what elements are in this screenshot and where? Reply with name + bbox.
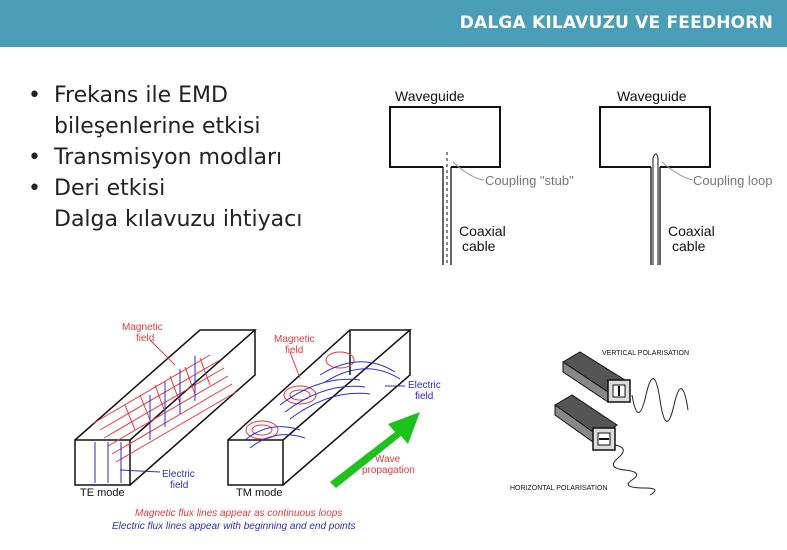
tm-electric-lines	[244, 361, 401, 449]
bullet-dot: •	[28, 83, 41, 108]
tm-magnetic-label: Magnetic	[274, 334, 315, 345]
wave-label: Wave	[375, 454, 401, 465]
bullet-item-2: • Transmisyon modları	[28, 142, 302, 173]
coupling-stub-label: Coupling "stub"	[485, 173, 574, 188]
te-electric-lines	[94, 356, 196, 483]
bullet-item-3: • Deri etkisi	[28, 173, 302, 204]
horizontal-feedhorn	[554, 394, 618, 451]
coupling-loop	[652, 153, 659, 265]
coax-label-left-2: cable	[462, 238, 496, 254]
tm-magnetic-loops	[245, 351, 355, 440]
bullet-list: • Frekans ile EMD bileşenlerine etkisi •…	[28, 80, 302, 235]
propagation-label: propagation	[362, 465, 415, 476]
vertical-wave	[631, 378, 689, 422]
slide-title: DALGA KILAVUZU VE FEEDHORN	[459, 13, 773, 33]
tm-field-label-2: field	[415, 391, 433, 402]
bullet-dot: •	[28, 145, 41, 170]
bullet-dot: •	[28, 176, 41, 201]
waveguide-box-right	[599, 106, 711, 168]
te-field-label-2: field	[170, 480, 188, 491]
coax-label-right-2: cable	[672, 238, 706, 254]
waveguide-label-right: Waveguide	[617, 88, 687, 104]
te-magnetic-lines	[91, 354, 237, 463]
caption-magnetic: Magnetic flux lines appear as continuous…	[135, 508, 342, 519]
tm-waveguide	[227, 329, 413, 486]
vertical-feedhorn	[562, 351, 631, 403]
bullet-line: Frekans ile EMD	[54, 83, 228, 108]
caption-electric: Electric flux lines appear with beginnin…	[112, 521, 356, 532]
wave-propagation-arrow	[330, 412, 420, 488]
te-magnetic-label: Magnetic	[122, 322, 163, 333]
tm-mode-label: TM mode	[236, 487, 282, 499]
coax-label-right-1: Coaxial	[668, 223, 715, 239]
bullet-line: Deri etkisi	[54, 176, 166, 201]
vertical-polarisation-label: VERTICAL POLARISATION	[602, 350, 689, 357]
tm-field-label: field	[285, 345, 303, 356]
tm-electric-label: Electric	[408, 380, 441, 391]
bullet-line: bileşenlerine etkisi	[54, 114, 261, 139]
te-field-label: field	[136, 333, 154, 344]
bullet-item-1: • Frekans ile EMD bileşenlerine etkisi	[28, 80, 302, 142]
horizontal-wave	[612, 444, 656, 496]
coax-label-left-1: Coaxial	[459, 223, 506, 239]
waveguide-label-left: Waveguide	[395, 88, 465, 104]
coupling-loop-label: Coupling loop	[693, 173, 773, 188]
bullet-item-4: Dalga kılavuzu ihtiyacı	[28, 204, 302, 235]
horizontal-polarisation-label: HORIZONTAL POLARISATION	[510, 485, 608, 492]
bullet-line: Transmisyon modları	[54, 145, 283, 170]
waveguide-box-left	[389, 106, 501, 168]
te-waveguide	[74, 329, 257, 486]
te-mode-label: TE mode	[80, 487, 125, 499]
header-bar: DALGA KILAVUZU VE FEEDHORN	[0, 0, 787, 47]
bullet-line: Dalga kılavuzu ihtiyacı	[54, 207, 303, 232]
te-electric-label: Electric	[162, 469, 195, 480]
